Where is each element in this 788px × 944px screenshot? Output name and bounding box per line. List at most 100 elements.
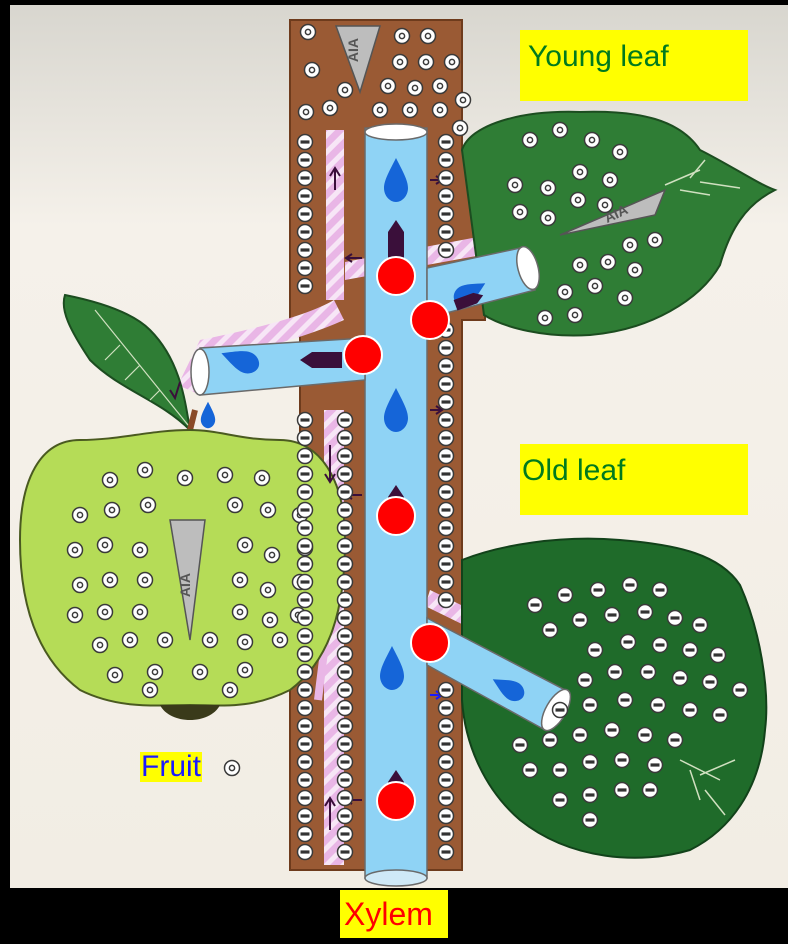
minus-circle-icon xyxy=(668,733,683,748)
minus-circle-icon xyxy=(298,207,313,222)
minus-circle-icon xyxy=(298,467,313,482)
minus-circle-icon xyxy=(298,791,313,806)
plus-circle-icon xyxy=(148,665,163,680)
minus-circle-icon xyxy=(605,608,620,623)
minus-circle-icon xyxy=(439,737,454,752)
minus-circle-icon xyxy=(439,135,454,150)
minus-circle-icon xyxy=(439,791,454,806)
minus-circle-icon xyxy=(338,449,353,464)
minus-circle-icon xyxy=(439,413,454,428)
minus-circle-icon xyxy=(298,413,313,428)
plus-circle-icon xyxy=(433,79,448,94)
plus-circle-icon xyxy=(445,55,460,70)
plus-circle-icon xyxy=(158,633,173,648)
minus-circle-icon xyxy=(583,698,598,713)
minus-circle-icon xyxy=(703,675,718,690)
stem-aia-label: AIA xyxy=(345,38,361,62)
minus-circle-icon xyxy=(543,733,558,748)
plus-circle-icon xyxy=(558,285,573,300)
minus-circle-icon xyxy=(338,431,353,446)
minus-circle-icon xyxy=(298,261,313,276)
minus-circle-icon xyxy=(298,153,313,168)
minus-circle-icon xyxy=(298,701,313,716)
minus-circle-icon xyxy=(605,723,620,738)
minus-circle-icon xyxy=(338,647,353,662)
minus-circle-icon xyxy=(298,737,313,752)
plus-circle-icon xyxy=(203,633,218,648)
plus-circle-icon xyxy=(299,105,314,120)
minus-circle-icon xyxy=(439,521,454,536)
plus-circle-icon xyxy=(305,63,320,78)
minus-circle-icon xyxy=(583,788,598,803)
minus-circle-icon xyxy=(439,225,454,240)
minus-circle-icon xyxy=(683,703,698,718)
plus-circle-icon xyxy=(103,573,118,588)
old-leaf-label: Old leaf xyxy=(520,444,748,515)
minus-circle-icon xyxy=(578,673,593,688)
minus-circle-icon xyxy=(338,593,353,608)
minus-circle-icon xyxy=(638,728,653,743)
plus-circle-icon xyxy=(513,205,528,220)
plus-circle-icon xyxy=(225,761,240,776)
red-dot-marker xyxy=(411,624,449,662)
minus-circle-icon xyxy=(439,359,454,374)
minus-circle-icon xyxy=(439,701,454,716)
plus-circle-icon xyxy=(265,548,280,563)
plus-circle-icon xyxy=(373,103,388,118)
minus-circle-icon xyxy=(643,783,658,798)
minus-circle-icon xyxy=(439,683,454,698)
plus-circle-icon xyxy=(613,145,628,160)
plus-circle-icon xyxy=(433,103,448,118)
minus-circle-icon xyxy=(733,683,748,698)
minus-circle-icon xyxy=(298,449,313,464)
plus-circle-icon xyxy=(138,463,153,478)
minus-circle-icon xyxy=(338,557,353,572)
minus-circle-icon xyxy=(711,648,726,663)
minus-circle-icon xyxy=(439,575,454,590)
minus-circle-icon xyxy=(439,395,454,410)
minus-circle-icon xyxy=(298,135,313,150)
plus-circle-icon xyxy=(98,605,113,620)
plus-circle-icon xyxy=(93,638,108,653)
plus-circle-icon xyxy=(73,578,88,593)
plus-circle-icon xyxy=(133,543,148,558)
plus-circle-icon xyxy=(628,263,643,278)
minus-circle-icon xyxy=(298,755,313,770)
plus-circle-icon xyxy=(133,605,148,620)
minus-circle-icon xyxy=(693,618,708,633)
minus-circle-icon xyxy=(338,683,353,698)
plus-circle-icon xyxy=(261,503,276,518)
plus-circle-icon xyxy=(585,133,600,148)
minus-circle-icon xyxy=(298,171,313,186)
plus-circle-icon xyxy=(408,81,423,96)
minus-circle-icon xyxy=(439,827,454,842)
plus-circle-icon xyxy=(588,279,603,294)
minus-circle-icon xyxy=(641,665,656,680)
red-dot-marker xyxy=(344,336,382,374)
minus-circle-icon xyxy=(543,623,558,638)
plus-circle-icon xyxy=(141,498,156,513)
plus-circle-icon xyxy=(573,165,588,180)
plus-circle-icon xyxy=(573,258,588,273)
plus-circle-icon xyxy=(421,29,436,44)
minus-circle-icon xyxy=(298,189,313,204)
minus-circle-icon xyxy=(338,611,353,626)
red-dot-marker xyxy=(377,497,415,535)
minus-circle-icon xyxy=(608,665,623,680)
minus-circle-icon xyxy=(648,758,663,773)
minus-circle-icon xyxy=(668,611,683,626)
minus-circle-icon xyxy=(673,671,688,686)
minus-circle-icon xyxy=(338,413,353,428)
minus-circle-icon xyxy=(623,578,638,593)
minus-circle-icon xyxy=(439,593,454,608)
minus-circle-icon xyxy=(653,583,668,598)
plus-circle-icon xyxy=(98,538,113,553)
plus-circle-icon xyxy=(143,683,158,698)
minus-circle-icon xyxy=(651,698,666,713)
plus-circle-icon xyxy=(193,665,208,680)
minus-circle-icon xyxy=(298,539,313,554)
plus-circle-icon xyxy=(223,683,238,698)
minus-circle-icon xyxy=(338,755,353,770)
red-dot-marker xyxy=(377,257,415,295)
minus-circle-icon xyxy=(338,827,353,842)
